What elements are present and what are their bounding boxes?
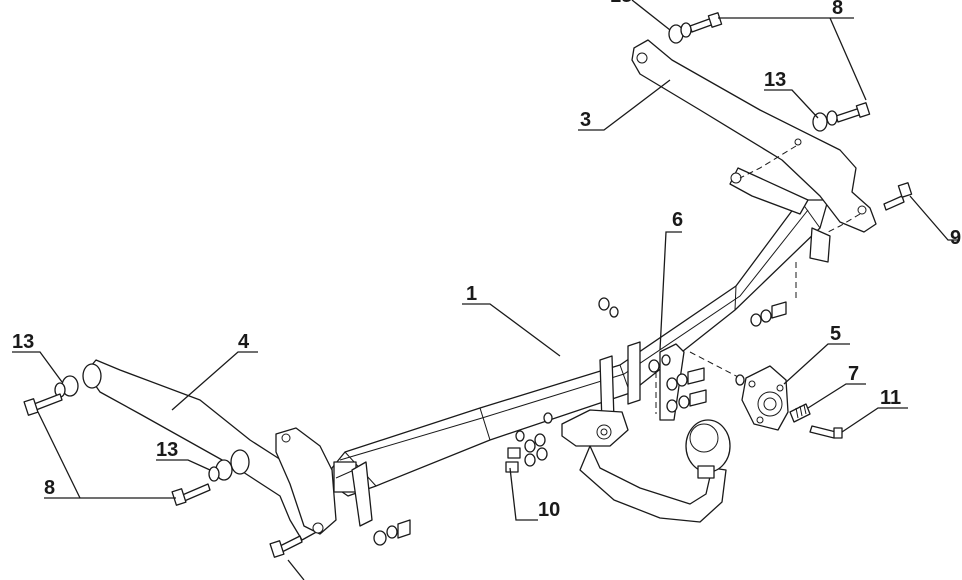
fasteners [23, 12, 913, 558]
right-side-arm [631, 39, 877, 233]
label-part-6: 6 [672, 209, 683, 231]
label-part-8-left: 8 [44, 477, 55, 499]
left-side-arm [82, 359, 337, 541]
label-part-3: 3 [580, 109, 591, 131]
callout-leaders [12, 0, 960, 580]
label-part-10: 10 [538, 499, 560, 521]
label-part-5: 5 [830, 323, 841, 345]
label-part-8-top: 8 [832, 0, 843, 19]
socket-plate-assembly [735, 365, 843, 439]
callout-labels: 1 3 4 5 6 7 8 8 9 10 11 13 13 13 13 [12, 0, 961, 521]
label-part-9: 9 [950, 227, 961, 249]
label-part-4: 4 [238, 331, 250, 353]
label-part-13-right: 13 [764, 69, 786, 91]
label-part-13-left: 13 [12, 331, 34, 353]
label-part-1: 1 [466, 283, 477, 305]
main-crossbeam [331, 167, 831, 527]
tow-ball-assembly [561, 341, 731, 523]
label-part-11: 11 [880, 387, 901, 409]
label-part-7: 7 [848, 363, 859, 385]
label-part-13-top: 13 [610, 0, 632, 7]
bolt-group-10 [505, 412, 553, 473]
label-part-13-mid: 13 [156, 439, 178, 461]
